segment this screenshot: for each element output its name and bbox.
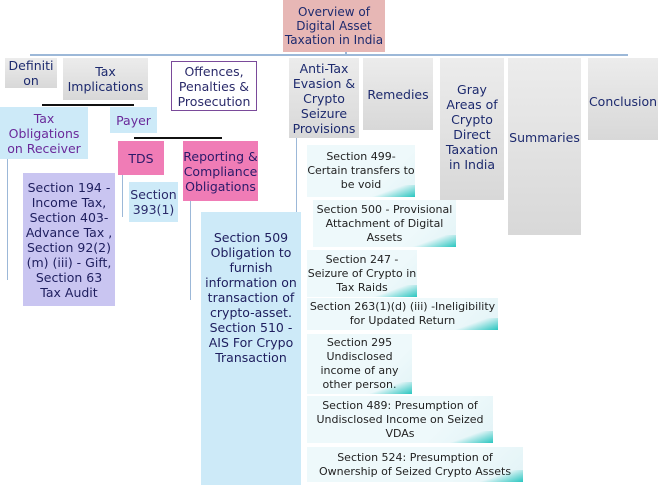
connector: [190, 200, 191, 300]
node-payer: Payer: [110, 107, 157, 133]
node-anti-tax-evasion: Anti-Tax Evasion & Crypto Seizure Provis…: [289, 58, 359, 138]
root-node: Overview of Digital Asset Taxation in In…: [283, 0, 385, 52]
section-524: Section 524: Presumption of Ownership of…: [307, 447, 523, 482]
node-remedies: Remedies: [363, 58, 433, 130]
node-tds: TDS: [118, 141, 164, 175]
node-tax-implications: Tax Implications: [63, 58, 148, 100]
node-offences: Offences, Penalties & Prosecution: [171, 61, 257, 111]
node-section-393: Section 393(1): [129, 182, 178, 222]
connector: [7, 158, 8, 280]
node-definition: Definiti on: [5, 58, 57, 88]
connector: [30, 54, 628, 56]
section-263: Section 263(1)(d) (iii) -Ineligibility f…: [307, 298, 498, 330]
section-295: Section 295 Undisclosed income of any ot…: [307, 334, 412, 394]
section-499: Section 499- Certain transfers to be voi…: [307, 145, 415, 197]
node-reporting: Reporting & Compliance Obligations: [183, 141, 258, 201]
section-500: Section 500 - Provisional Attachment of …: [313, 200, 456, 247]
section-247: Section 247 - Seizure of Crypto in Tax R…: [307, 250, 417, 297]
node-section-509: Section 509 Obligation to furnish inform…: [201, 212, 301, 485]
node-gray-areas: Gray Areas of Crypto Direct Taxation in …: [440, 58, 504, 200]
connector: [42, 104, 134, 106]
section-489: Section 489: Presumption of Undisclosed …: [307, 396, 493, 443]
node-summaries: Summaries: [508, 58, 581, 235]
node-receiver: Tax Obligations on Receiver: [0, 107, 88, 159]
node-conclusion: Conclusion: [588, 58, 658, 140]
node-section-194: Section 194 - Income Tax, Section 403- A…: [23, 173, 115, 306]
connector: [345, 50, 347, 56]
connector: [122, 175, 123, 217]
connector: [134, 137, 222, 139]
